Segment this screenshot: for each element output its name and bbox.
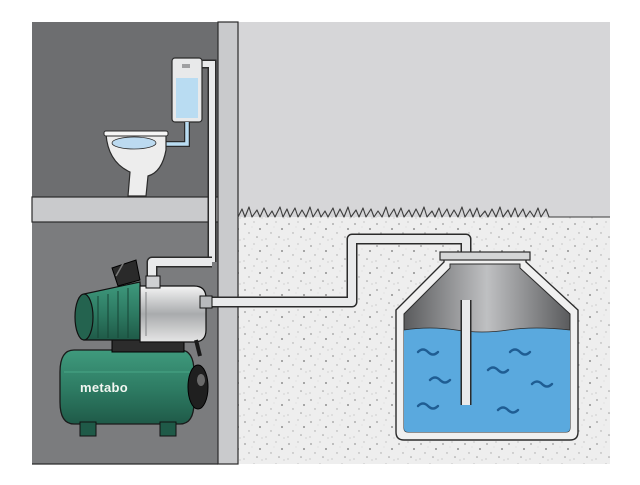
pressure-tank [59, 349, 195, 425]
pressure-tank-valve [197, 374, 205, 386]
toilet-water [111, 136, 157, 150]
pressure-outlet [145, 275, 161, 289]
toilet-seat [103, 130, 169, 137]
tank-connection-hose [194, 339, 202, 357]
storage-tank [395, 251, 579, 441]
motor-end-cap [74, 293, 94, 341]
motor-fins [97, 288, 129, 338]
tank-foot-right [159, 421, 177, 437]
pump-housing [139, 285, 207, 343]
supply-pipe [198, 61, 215, 262]
terminal-box-handle [115, 261, 125, 277]
wave-2 [508, 348, 532, 356]
wave-1 [416, 348, 440, 356]
cistern-water [176, 78, 198, 118]
exterior-wall [217, 21, 239, 465]
pressure-tank-cap [187, 364, 209, 410]
wave-5 [530, 380, 554, 388]
wave-7 [496, 406, 520, 414]
flush-pipe [158, 122, 189, 146]
suction-inlet [199, 295, 213, 309]
terminal-box [111, 259, 141, 287]
wave-3 [428, 376, 452, 384]
tank-foot-left [79, 421, 97, 437]
pump-unit: metabo [59, 259, 213, 437]
water-surface-line [403, 327, 571, 333]
cistern-valve [182, 64, 190, 68]
brand-logo-text: metabo [80, 380, 128, 395]
toilet-group [103, 57, 217, 262]
water-waves [416, 348, 554, 414]
grass-line [237, 206, 610, 218]
floor-slab [31, 196, 229, 223]
sky-area [238, 22, 610, 217]
wave-4 [486, 366, 510, 374]
wave-6 [416, 402, 440, 410]
tank-neck-rim [439, 251, 531, 261]
toilet-bowl [105, 133, 167, 197]
